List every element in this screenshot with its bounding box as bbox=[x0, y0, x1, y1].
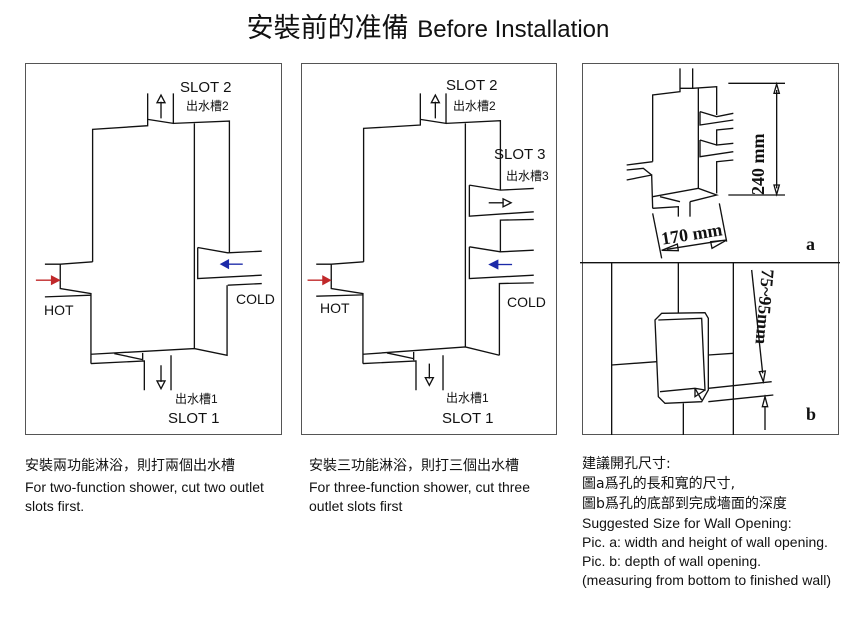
title-zh: 安裝前的准備 bbox=[246, 13, 409, 44]
caption-en-line: Suggested Size for Wall Opening: bbox=[582, 515, 792, 531]
wall-opening-size-panel bbox=[582, 63, 839, 435]
page-title: 安裝前的准備 Before Installation bbox=[0, 6, 856, 45]
slot2-zh-label: 出水槽2 bbox=[186, 99, 229, 113]
slot1-label: SLOT 1 bbox=[442, 410, 494, 427]
caption-wall-opening: 建議開孔尺寸: 圖a爲孔的長和寬的尺寸, 圖b爲孔的底部到完成墻面的深度 Sug… bbox=[582, 454, 850, 590]
title-en: Before Installation bbox=[417, 16, 610, 43]
caption-three-function: 安裝三功能淋浴，則打三個出水槽 For three-function showe… bbox=[309, 456, 553, 516]
caption-zh: 安裝三功能淋浴，則打三個出水槽 bbox=[309, 458, 519, 474]
cold-arrow-icon bbox=[488, 259, 513, 270]
outlet-down-arrow-icon bbox=[155, 365, 167, 391]
slot2-label: SLOT 2 bbox=[446, 77, 498, 94]
slot1-zh-label: 出水槽1 bbox=[446, 391, 489, 405]
caption-zh-line: 圖a爲孔的長和寬的尺寸, bbox=[582, 476, 736, 492]
slot1-label: SLOT 1 bbox=[168, 410, 220, 427]
height-dimension-arrow-icon bbox=[773, 81, 781, 197]
caption-en-line: Pic. b: depth of wall opening. bbox=[582, 553, 762, 569]
slot3-zh-label: 出水槽3 bbox=[506, 169, 549, 183]
caption-two-function: 安裝兩功能淋浴，則打兩個出水槽 For two-function shower,… bbox=[25, 456, 287, 516]
caption-en-line: (measuring from bottom to finished wall) bbox=[582, 572, 831, 588]
slot2-zh-label: 出水槽2 bbox=[453, 99, 496, 113]
three-slot-diagram bbox=[307, 93, 534, 391]
slot1-zh-label: 出水槽1 bbox=[175, 392, 218, 406]
pic-a-label: a bbox=[806, 234, 815, 254]
slot2-label: SLOT 2 bbox=[180, 79, 232, 96]
outlet-right-arrow-icon bbox=[488, 197, 513, 208]
valve-box bbox=[654, 311, 709, 405]
slot3-label: SLOT 3 bbox=[494, 146, 546, 163]
hot-label: HOT bbox=[44, 302, 74, 318]
hot-arrow-icon bbox=[307, 275, 332, 286]
wall-opening-diagram bbox=[580, 68, 840, 435]
width-dimension-arrow-icon bbox=[661, 239, 727, 252]
caption-zh: 安裝兩功能淋浴，則打兩個出水槽 bbox=[25, 458, 235, 474]
cold-arrow-icon bbox=[219, 259, 243, 270]
caption-en: For two-function shower, cut two outlet … bbox=[25, 479, 264, 514]
hot-label: HOT bbox=[320, 300, 350, 316]
three-slot-diagram-panel bbox=[301, 63, 557, 435]
cold-label: COLD bbox=[507, 294, 546, 310]
two-slot-diagram bbox=[35, 93, 262, 391]
pic-b-label: b bbox=[806, 404, 817, 424]
outlet-up-arrow-icon bbox=[155, 93, 167, 119]
two-slot-diagram-panel bbox=[25, 63, 282, 435]
outlet-up-arrow-icon bbox=[430, 93, 441, 119]
caption-zh-line: 圖b爲孔的底部到完成墻面的深度 bbox=[582, 496, 787, 512]
height-dimension-label: 240 mm bbox=[748, 133, 768, 196]
depth-dimension-arrow-icon bbox=[751, 269, 769, 430]
outlet-down-arrow-icon bbox=[424, 363, 435, 387]
hot-arrow-icon bbox=[35, 275, 61, 286]
caption-en: For three-function shower, cut three out… bbox=[309, 479, 530, 514]
caption-zh-line: 建議開孔尺寸: bbox=[582, 456, 671, 472]
caption-en-line: Pic. a: width and height of wall opening… bbox=[582, 534, 828, 550]
cold-label: COLD bbox=[236, 291, 275, 307]
